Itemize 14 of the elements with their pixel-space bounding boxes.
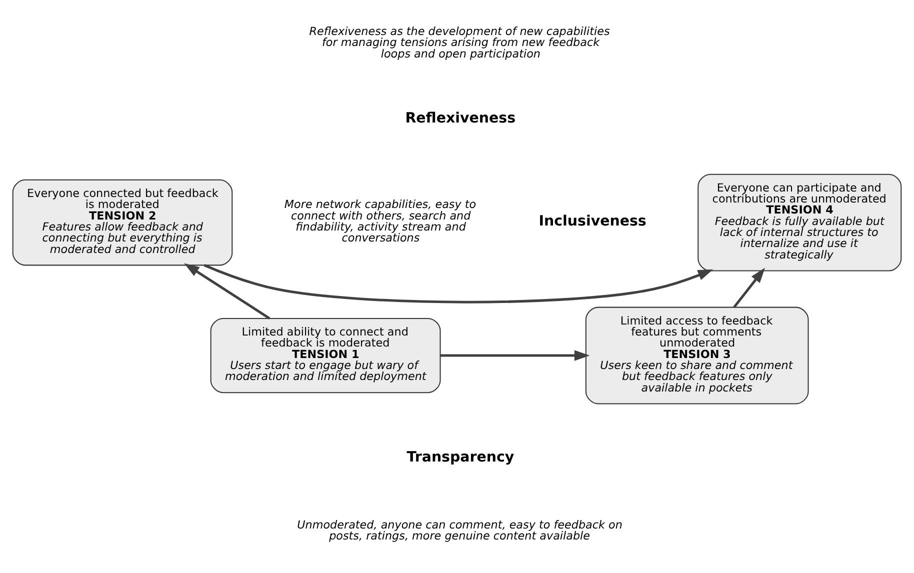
label: Reflexiveness <box>405 110 516 126</box>
arrow <box>440 350 590 361</box>
label: Unmoderated, anyone can comment, easy to feedback on posts, ratings, more genuine content available <box>297 518 622 543</box>
label: More network capabilities, easy to connect with others, search and findability, activity stream and conversations <box>284 198 476 245</box>
label: Inclusiveness <box>538 213 646 230</box>
label: Reflexiveness as the development of new capabilities for managing tensions arising from new feedback loops and open participation <box>309 25 610 60</box>
arrow <box>184 263 270 320</box>
node-box: Everyone connected but feedback is moderated TENSION 2 Features allow feedback and connecting but everything is moderated and controlled <box>12 179 233 266</box>
label: Transparency <box>406 449 514 466</box>
node-box: Everyone can participate and contributions are unmoderated TENSION 4 Feedback is fully available but lack of internal structures to internalize and use it strategically <box>698 174 902 272</box>
arrow <box>733 268 766 308</box>
arrow <box>204 264 714 304</box>
node-box: Limited ability to connect and feedback is moderated TENSION 1 Users start to engage but wary of moderation and limited deployment <box>210 318 441 394</box>
node-box: Limited access to feedback features but comments unmoderated TENSION 3 Users keen to share and comment but feedback features only available in pockets <box>585 306 809 404</box>
